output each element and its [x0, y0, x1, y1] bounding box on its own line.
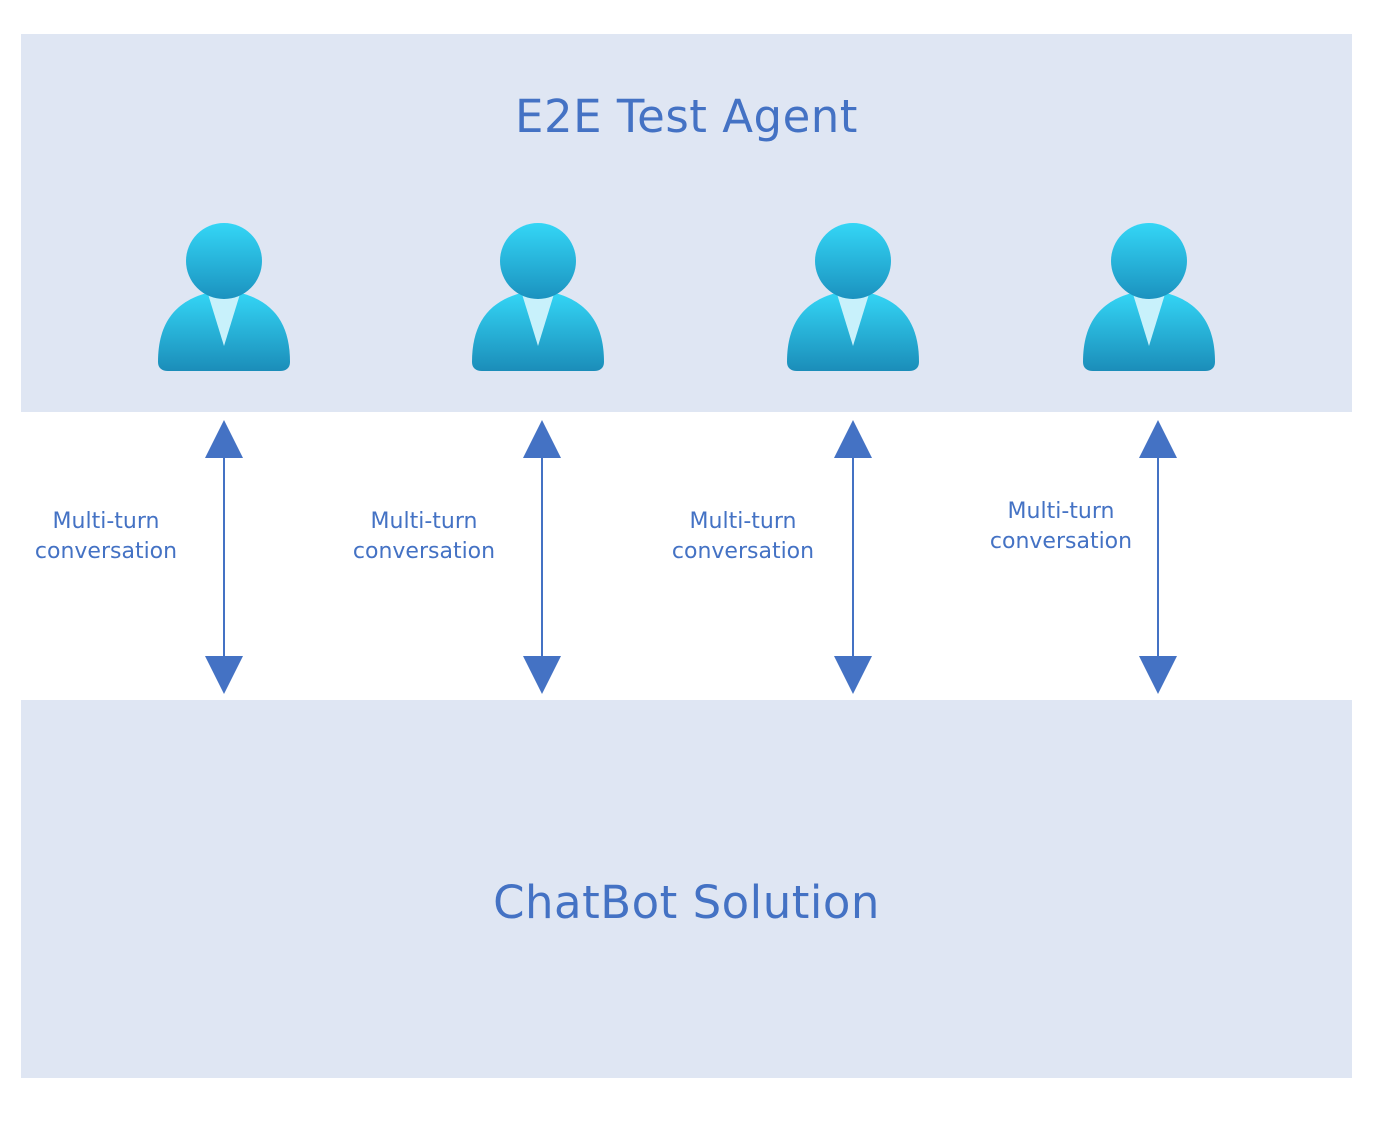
- conversation-label: Multi-turn conversation: [21, 507, 191, 567]
- chatbot-solution-panel: ChatBot Solution: [21, 700, 1352, 1078]
- user-icon: [156, 222, 292, 372]
- conversation-label: Multi-turn conversation: [658, 507, 828, 567]
- label-line: Multi-turn: [370, 509, 478, 534]
- label-line: conversation: [34, 539, 178, 564]
- conversation-label: Multi-turn conversation: [976, 497, 1146, 557]
- user-icon: [1081, 222, 1217, 372]
- label-line: Multi-turn: [689, 509, 797, 534]
- label-line: Multi-turn: [52, 509, 160, 534]
- double-arrow-icon: [833, 418, 873, 696]
- panel-title: ChatBot Solution: [493, 876, 880, 929]
- conversation-label: Multi-turn conversation: [339, 507, 509, 567]
- user-icon: [470, 222, 606, 372]
- user-icon: [785, 222, 921, 372]
- label-line: conversation: [352, 539, 496, 564]
- double-arrow-icon: [1138, 418, 1178, 696]
- label-line: conversation: [989, 529, 1133, 554]
- label-line: Multi-turn: [1007, 499, 1115, 524]
- panel-title: E2E Test Agent: [515, 90, 858, 143]
- double-arrow-icon: [522, 418, 562, 696]
- label-line: conversation: [671, 539, 815, 564]
- double-arrow-icon: [204, 418, 244, 696]
